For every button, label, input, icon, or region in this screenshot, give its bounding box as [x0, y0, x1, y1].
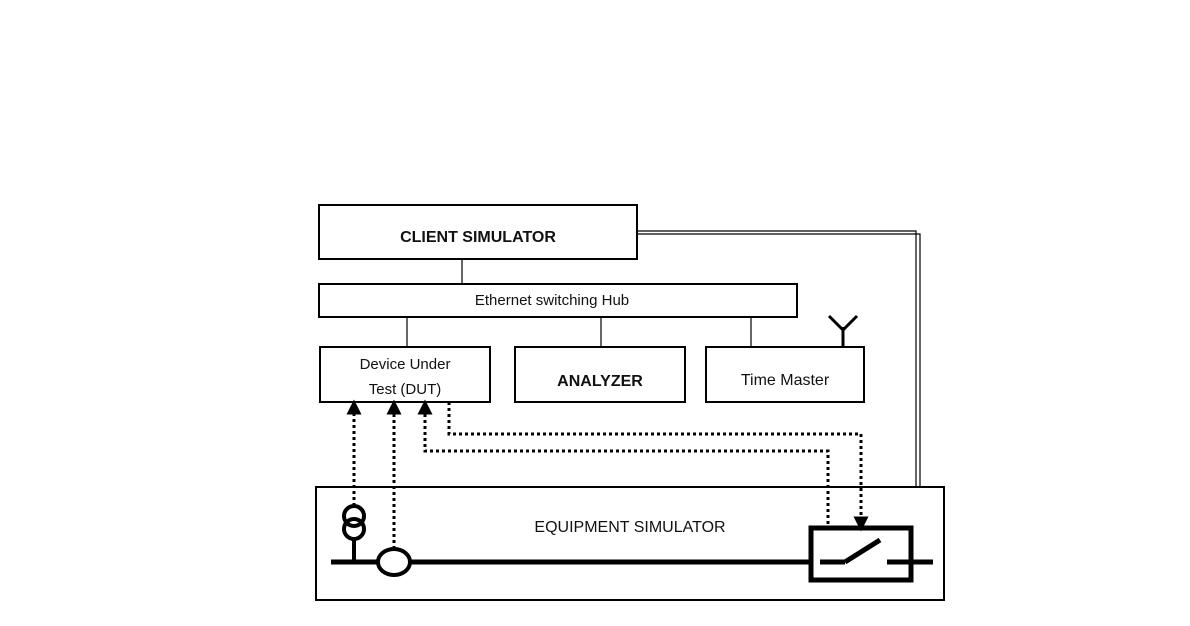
equipment-simulator-label: EQUIPMENT SIMULATOR — [534, 519, 725, 536]
client-to-equipment-link — [637, 230, 921, 487]
voltage-sensor-icon — [376, 547, 412, 577]
analyzer-box: ANALYZER — [514, 346, 686, 403]
client-simulator-label: CLIENT SIMULATOR — [400, 229, 556, 246]
analyzer-label: ANALYZER — [557, 373, 643, 390]
dut-label-line1: Device Under — [360, 356, 451, 373]
client-simulator-box: CLIENT SIMULATOR — [318, 204, 638, 260]
antenna-icon — [827, 314, 859, 347]
breaker-status-to-dut-arrow — [417, 399, 830, 524]
dut-to-breaker-trip-arrow — [447, 402, 869, 532]
breaker-switch-icon — [808, 525, 933, 583]
time-master-label: Time Master — [741, 372, 830, 389]
signal-links — [346, 399, 869, 549]
dut-label-line2: Test (DUT) — [369, 381, 442, 398]
dut-box: Device Under Test (DUT) — [319, 346, 491, 403]
ethernet-hub-label: Ethernet switching Hub — [475, 292, 629, 309]
ethernet-hub-box: Ethernet switching Hub — [318, 283, 798, 318]
time-master-box: Time Master — [705, 346, 865, 403]
